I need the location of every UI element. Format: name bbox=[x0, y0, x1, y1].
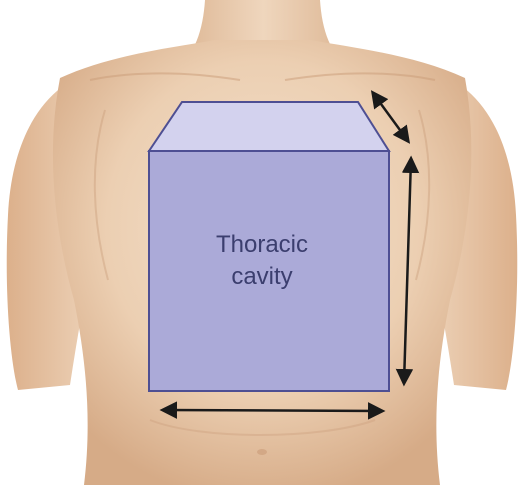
thoracic-cavity-box: Thoracic cavity bbox=[149, 102, 389, 391]
navel bbox=[257, 449, 267, 455]
box-top-face bbox=[149, 102, 389, 151]
label-cavity: cavity bbox=[231, 263, 292, 290]
width-arrow-icon bbox=[163, 410, 382, 411]
label-thoracic: Thoracic bbox=[216, 231, 308, 258]
